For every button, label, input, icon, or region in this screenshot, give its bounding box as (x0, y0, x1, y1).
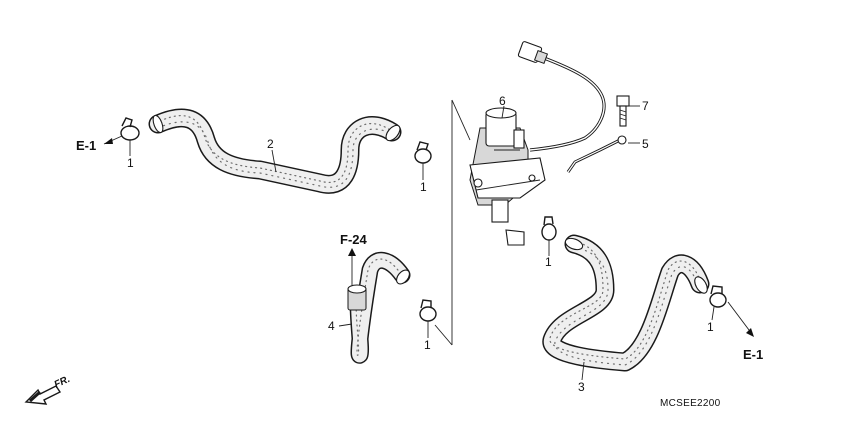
clamp-upper-mid (414, 141, 432, 164)
arrow-e1-left (103, 135, 123, 145)
front-arrow-icon (24, 385, 62, 405)
hose-2 (148, 108, 402, 194)
callout-stay-5: 5 (642, 137, 649, 151)
control-valve (469, 107, 546, 246)
callout-control-valve-6: 6 (499, 94, 506, 108)
wire-harness (517, 41, 606, 152)
leader-lines (129, 105, 715, 381)
clamp-upper-left (120, 117, 140, 141)
bolt (616, 95, 630, 127)
clamp-lower-mid (419, 299, 437, 322)
callout-hose-2: 2 (267, 137, 274, 151)
callout-hose-3: 3 (578, 380, 585, 394)
callout-clamp-1d: 1 (424, 338, 431, 352)
clamp-lower-right (709, 285, 727, 308)
callout-clamp-1e: 1 (707, 320, 714, 334)
callout-bolt-7: 7 (642, 99, 649, 113)
callout-clamp-1b: 1 (420, 180, 427, 194)
hose-3 (542, 234, 710, 372)
callout-hose-4: 4 (328, 319, 335, 333)
frame-lines (434, 99, 471, 346)
arrow-e1-right (727, 301, 754, 337)
document-code: MCSEE2200 (660, 398, 721, 409)
hose-4 (347, 252, 411, 364)
callout-clamp-1c: 1 (545, 255, 552, 269)
callout-clamp-1a: 1 (127, 156, 134, 170)
stay (566, 135, 627, 173)
direction-label: FR. (53, 374, 72, 391)
ref-e1-left: E-1 (76, 138, 96, 153)
ref-e1-right: E-1 (743, 347, 763, 362)
arrow-f24 (348, 248, 356, 286)
ref-f24: F-24 (340, 232, 368, 247)
clamp-valve-outlet (541, 216, 557, 241)
